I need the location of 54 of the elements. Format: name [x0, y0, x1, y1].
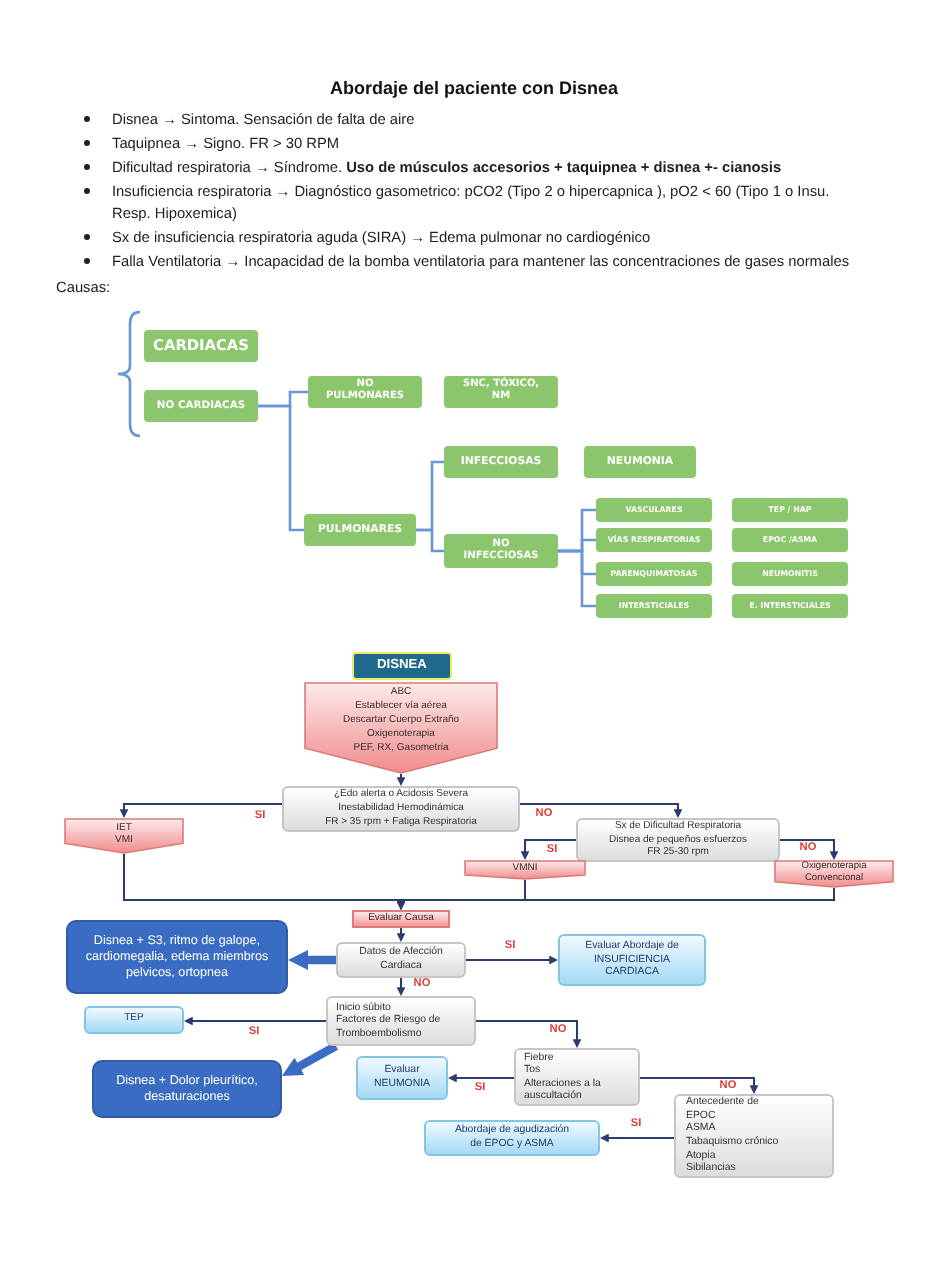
arrow — [119, 803, 283, 819]
category-box — [144, 390, 258, 422]
block-arrow — [281, 1042, 339, 1076]
arrow-callout-box — [64, 818, 184, 854]
start-box — [352, 652, 452, 680]
category-box — [732, 594, 848, 618]
connector-line — [558, 549, 596, 608]
arrow — [447, 1073, 515, 1083]
arrow — [779, 839, 839, 861]
arrow-callout-box — [464, 860, 586, 880]
category-box — [732, 528, 848, 552]
arrow — [639, 1077, 759, 1095]
process-box — [352, 910, 450, 928]
category-box — [732, 498, 848, 522]
category-box — [596, 562, 712, 586]
decision-box — [282, 786, 520, 832]
connector-line — [416, 528, 444, 553]
outcome-box — [84, 1006, 184, 1034]
arrow — [465, 955, 559, 965]
decision-box — [576, 818, 780, 862]
arrow — [396, 887, 835, 911]
category-box — [596, 528, 712, 552]
arrow — [183, 1016, 327, 1026]
arrow — [396, 773, 406, 787]
arrow-callout-box — [304, 682, 498, 774]
category-box — [596, 498, 712, 522]
decision-box — [336, 942, 466, 978]
category-box — [304, 514, 416, 546]
info-box — [92, 1060, 282, 1118]
category-box — [584, 446, 696, 478]
decision-box — [326, 996, 476, 1046]
arrow — [520, 839, 577, 861]
outcome-box — [424, 1120, 600, 1156]
category-box — [444, 534, 558, 568]
outcome-box — [356, 1056, 448, 1100]
info-box — [66, 920, 288, 994]
arrow-callout-box — [774, 860, 894, 888]
decision-box — [674, 1094, 834, 1178]
arrow — [599, 1133, 675, 1143]
arrow — [475, 1020, 582, 1049]
connector-line — [258, 404, 304, 532]
category-box — [596, 594, 712, 618]
category-box — [144, 330, 258, 362]
arrow — [519, 803, 683, 819]
category-box — [308, 376, 422, 408]
category-box — [732, 562, 848, 586]
category-box — [444, 446, 558, 478]
outcome-box — [558, 934, 706, 986]
arrow — [396, 927, 406, 943]
arrow — [396, 977, 406, 997]
decision-box — [514, 1048, 640, 1106]
block-arrow — [288, 950, 336, 970]
category-box — [444, 376, 558, 408]
page-title: Abordaje del paciente con Disnea — [329, 78, 619, 100]
